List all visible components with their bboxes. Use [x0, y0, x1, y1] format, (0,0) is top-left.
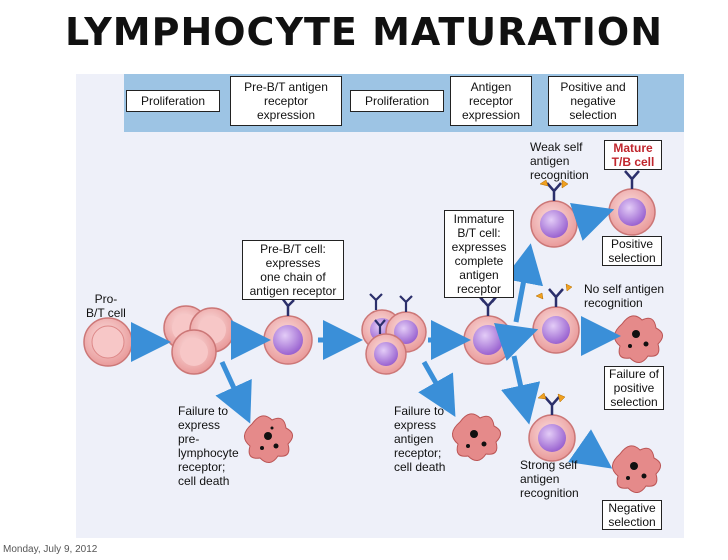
- strong-self-cell: [528, 392, 576, 462]
- dead-cell-negative: [612, 445, 661, 493]
- stage-proliferation-1: Proliferation: [126, 90, 220, 112]
- fail-pre-label: Failure to express pre- lymphocyte recep…: [178, 404, 239, 488]
- pro-cell-label: Pro- B/T cell: [86, 292, 126, 320]
- dead-cell-antigen: [452, 413, 501, 461]
- fail-antigen-label: Failure to express antigen receptor; cel…: [394, 404, 446, 474]
- dead-cell-failure-positive: [614, 315, 663, 363]
- mature-cell: [608, 170, 656, 236]
- slide-title: LYMPHOCYTE MATURATION: [64, 10, 664, 54]
- positive-selection-label: Positive selection: [602, 236, 662, 266]
- immature-cell-label: Immature B/T cell: expresses complete an…: [444, 210, 514, 298]
- proliferating-cells: [163, 305, 235, 375]
- flow-arrows: [131, 202, 621, 469]
- weak-self-cell: [530, 179, 578, 248]
- no-self-label: No self antigen recognition: [584, 282, 665, 310]
- proliferating-pre-cells: [361, 293, 427, 375]
- stage-selection: Positive and negative selection: [548, 76, 638, 126]
- dead-cell-pre: [244, 415, 293, 463]
- failure-positive-label: Failure of positive selection: [604, 366, 664, 410]
- weak-self-label: Weak self antigen recognition: [530, 140, 589, 182]
- immature-cell: [463, 295, 513, 365]
- stage-pre-receptor-expression: Pre-B/T antigen receptor expression: [230, 76, 342, 126]
- mature-cell-label: Mature T/B cell: [604, 140, 662, 170]
- slide-date: Monday, July 9, 2012: [3, 544, 98, 555]
- stage-proliferation-2: Proliferation: [350, 90, 444, 112]
- pro-cell: [83, 317, 133, 367]
- pre-cell: [263, 297, 313, 365]
- pre-cell-label: Pre-B/T cell: expresses one chain of ant…: [242, 240, 344, 300]
- no-self-cell: [532, 283, 580, 354]
- negative-selection-label: Negative selection: [602, 500, 662, 530]
- strong-self-label: Strong self antigen recognition: [520, 458, 579, 500]
- stage-antigen-receptor-expression: Antigen receptor expression: [450, 76, 532, 126]
